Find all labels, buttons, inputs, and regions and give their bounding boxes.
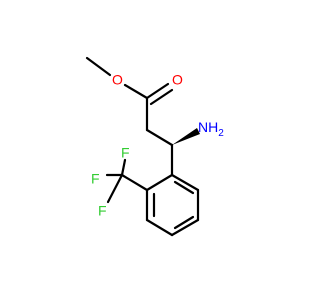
oxygen-carbonyl-label: O: [172, 72, 183, 88]
ring-bond-1: [145, 173, 174, 192]
amine-main-text: NH: [198, 119, 218, 135]
ring-bond-4: [170, 218, 200, 237]
fluorine-top-label: F: [121, 145, 130, 161]
ring-inner-double-3: [173, 180, 195, 195]
ring-bond-3: [145, 218, 174, 237]
fluorine-left-label: F: [91, 171, 100, 187]
bond-carbonyl-double-b: [149, 88, 174, 106]
amine-label: NH2: [198, 119, 224, 139]
fluorine-bottom-label: F: [98, 203, 107, 219]
bond-o-carbonyl-carbon: [123, 83, 149, 100]
ring-bond-6: [170, 173, 200, 192]
bond-methyl-o: [85, 56, 112, 77]
bond-carbonyl-double-a: [145, 82, 170, 100]
ring-inner-double-2: [173, 215, 195, 230]
oxygen-methoxy-label: O: [112, 72, 123, 88]
bond-ring-cf3: [120, 173, 149, 192]
bond-ch2-stereocenter: [145, 128, 174, 147]
bond-c-f-top: [120, 158, 127, 177]
stereo-wedge-bond: [172, 128, 200, 145]
bond-c-f-bottom: [106, 173, 124, 204]
atom-label-layer: O O NH2 F F F: [91, 72, 224, 219]
bond-layer: [85, 56, 200, 237]
amine-subscript: 2: [218, 128, 224, 139]
structure-diagram: O O NH2 F F F: [85, 56, 224, 237]
